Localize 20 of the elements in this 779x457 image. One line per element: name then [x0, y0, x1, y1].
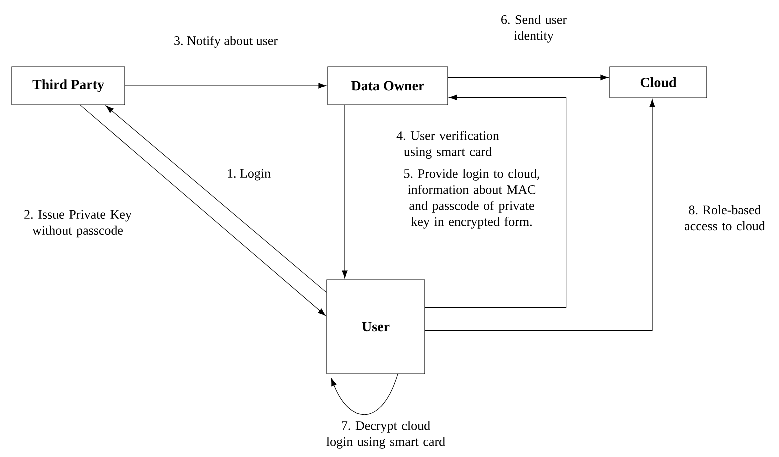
process-box: Data Owner: [328, 66, 448, 106]
arrow: [331, 374, 398, 416]
arrow: [425, 94, 567, 308]
arrow: [342, 105, 348, 279]
edge-label: 6. Send user identity: [502, 15, 567, 43]
arrow: [106, 106, 327, 293]
arrow: [448, 74, 609, 80]
process-box: Cloud: [610, 66, 708, 98]
arrow: [425, 99, 656, 331]
edge-label: 2. Issue Private Key without passcode: [24, 210, 132, 238]
process-box: User: [326, 280, 426, 374]
process-box: Third Party: [12, 66, 126, 106]
edge-label: 5. Provide login to cloud, information about MAC and passcode of private key in encrypted form.: [404, 169, 540, 229]
edge-label: 4. User verification using smart card: [396, 131, 500, 159]
edge-label: 1. Login: [228, 169, 271, 181]
arrow: [125, 83, 327, 89]
edge-label: 7. Decrypt cloud login using smart card: [326, 421, 446, 449]
edge-label: 3. Notify about user: [174, 36, 278, 48]
arrow: [80, 105, 326, 316]
edge-label: 8. Role-based access to cloud: [685, 205, 766, 231]
